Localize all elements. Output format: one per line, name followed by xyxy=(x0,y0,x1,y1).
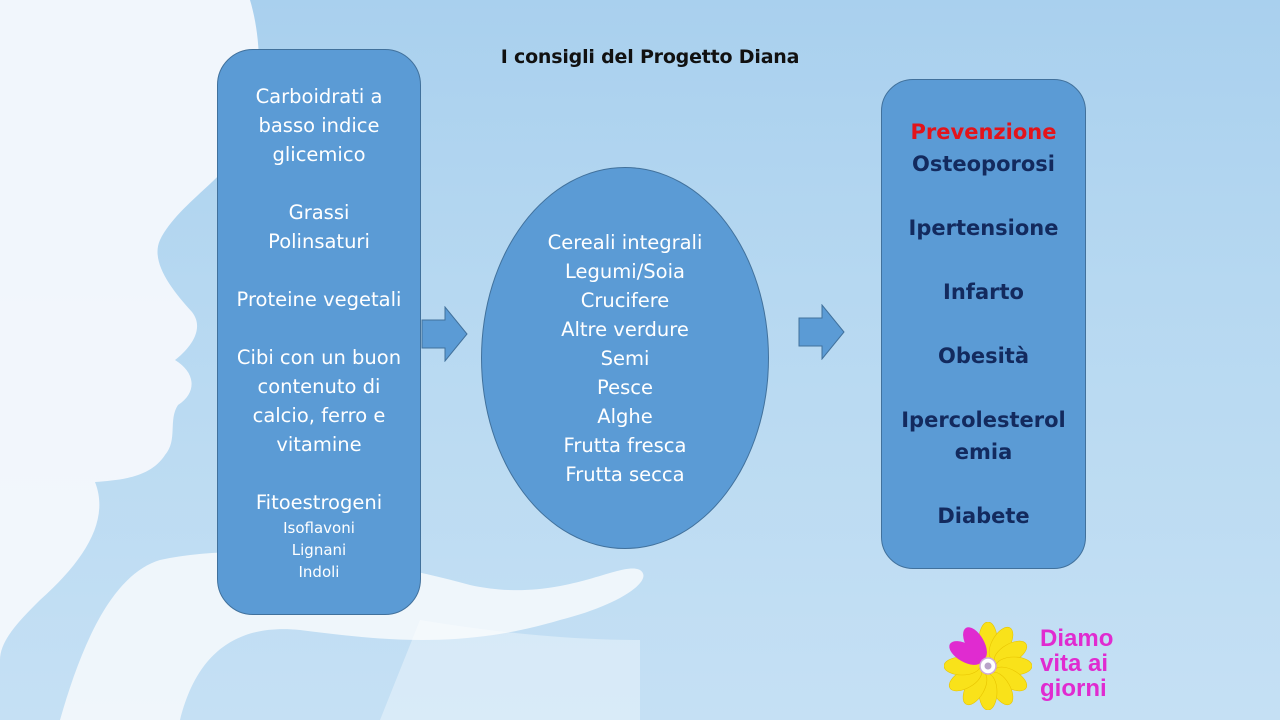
arrow-right-icon xyxy=(798,304,845,360)
nutrient-line: Carboidrati a xyxy=(255,84,383,108)
logo-line: Diamo xyxy=(1040,625,1114,652)
prevention-box: Prevenzione Osteoporosi Ipertensione Inf… xyxy=(881,79,1086,569)
nutrient-line: glicemico xyxy=(272,142,366,166)
condition-item: Osteoporosi xyxy=(911,152,1055,176)
condition-item: Diabete xyxy=(937,504,1030,528)
phytoestrogen-list: Isoflavoni Lignani Indoli xyxy=(283,517,355,583)
food-item: Crucifere xyxy=(580,288,670,312)
arrow-right-icon xyxy=(421,306,468,362)
nutrient-line: Cibi con un buon xyxy=(236,345,402,369)
food-item: Frutta secca xyxy=(565,462,685,486)
nutrient-line: Fitoestrogeni xyxy=(255,490,383,514)
condition-item: Ipercolesterol xyxy=(901,408,1066,432)
food-item: Cereali integrali xyxy=(547,230,703,254)
logo-line: giorni xyxy=(1040,675,1107,702)
condition-item: Infarto xyxy=(943,280,1024,304)
nutrient-line: vitamine xyxy=(276,432,362,456)
food-item: Pesce xyxy=(597,375,653,399)
phytoestrogen-item: Isoflavoni xyxy=(283,518,355,537)
condition-item: emia xyxy=(954,440,1013,464)
condition-item: Obesità xyxy=(937,344,1030,368)
nutrient-line: Proteine vegetali xyxy=(236,287,402,311)
flower-logo-icon xyxy=(944,622,1032,710)
foods-ellipse: Cereali integrali Legumi/Soia Crucifere … xyxy=(481,167,769,549)
nutrients-box: Carboidrati a basso indice glicemico Gra… xyxy=(217,49,421,615)
logo-line: vita ai xyxy=(1040,650,1109,677)
nutrient-line: basso indice xyxy=(258,113,380,137)
condition-item: Ipertensione xyxy=(908,216,1059,240)
logo-text: Diamo vita ai giorni xyxy=(1040,626,1150,701)
diagram-title: I consigli del Progetto Diana xyxy=(500,46,800,68)
nutrient-line: Grassi xyxy=(288,200,350,224)
nutrient-line: calcio, ferro e xyxy=(252,403,386,427)
food-item: Altre verdure xyxy=(561,317,689,341)
food-item: Semi xyxy=(600,346,650,370)
food-item: Alghe xyxy=(597,404,653,428)
nutrient-line: Polinsaturi xyxy=(268,229,370,253)
nutrient-line: contenuto di xyxy=(257,374,381,398)
phytoestrogen-item: Lignani xyxy=(291,540,347,559)
phytoestrogen-item: Indoli xyxy=(298,562,340,581)
food-item: Frutta fresca xyxy=(563,433,687,457)
food-item: Legumi/Soia xyxy=(565,259,685,283)
prevention-heading: Prevenzione xyxy=(910,120,1057,144)
